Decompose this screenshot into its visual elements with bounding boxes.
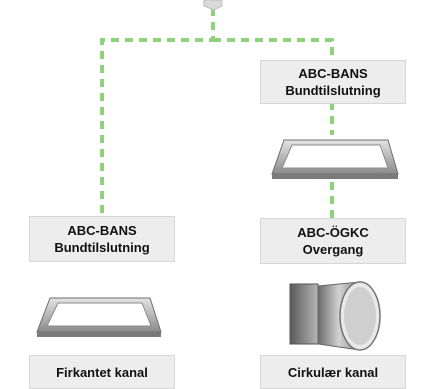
square-duct-frame-icon — [36, 297, 162, 337]
component-name: ABC-BANS — [67, 223, 137, 238]
component-desc: Bundtilslutning — [285, 83, 381, 98]
component-desc: Bundtilslutning — [54, 240, 150, 255]
square-duct-frame-icon — [271, 139, 399, 179]
duct-type-text: Cirkulær kanal — [287, 364, 379, 380]
hub-icon — [203, 0, 223, 11]
component-box-right-middle: ABC-ÖGKC Overgang — [260, 218, 406, 264]
component-name: ABC-BANS — [298, 66, 368, 81]
component-box-top-right: ABC-BANS Bundtilslutning — [260, 60, 406, 104]
square-to-round-transition-icon — [289, 281, 381, 351]
component-desc: Overgang — [302, 242, 364, 257]
duct-type-label-square: Firkantet kanal — [29, 355, 175, 389]
duct-type-text: Firkantet kanal — [56, 364, 148, 380]
component-name: ABC-ÖGKC — [297, 225, 369, 240]
duct-type-label-round: Cirkulær kanal — [260, 355, 406, 389]
component-box-left: ABC-BANS Bundtilslutning — [29, 216, 175, 262]
